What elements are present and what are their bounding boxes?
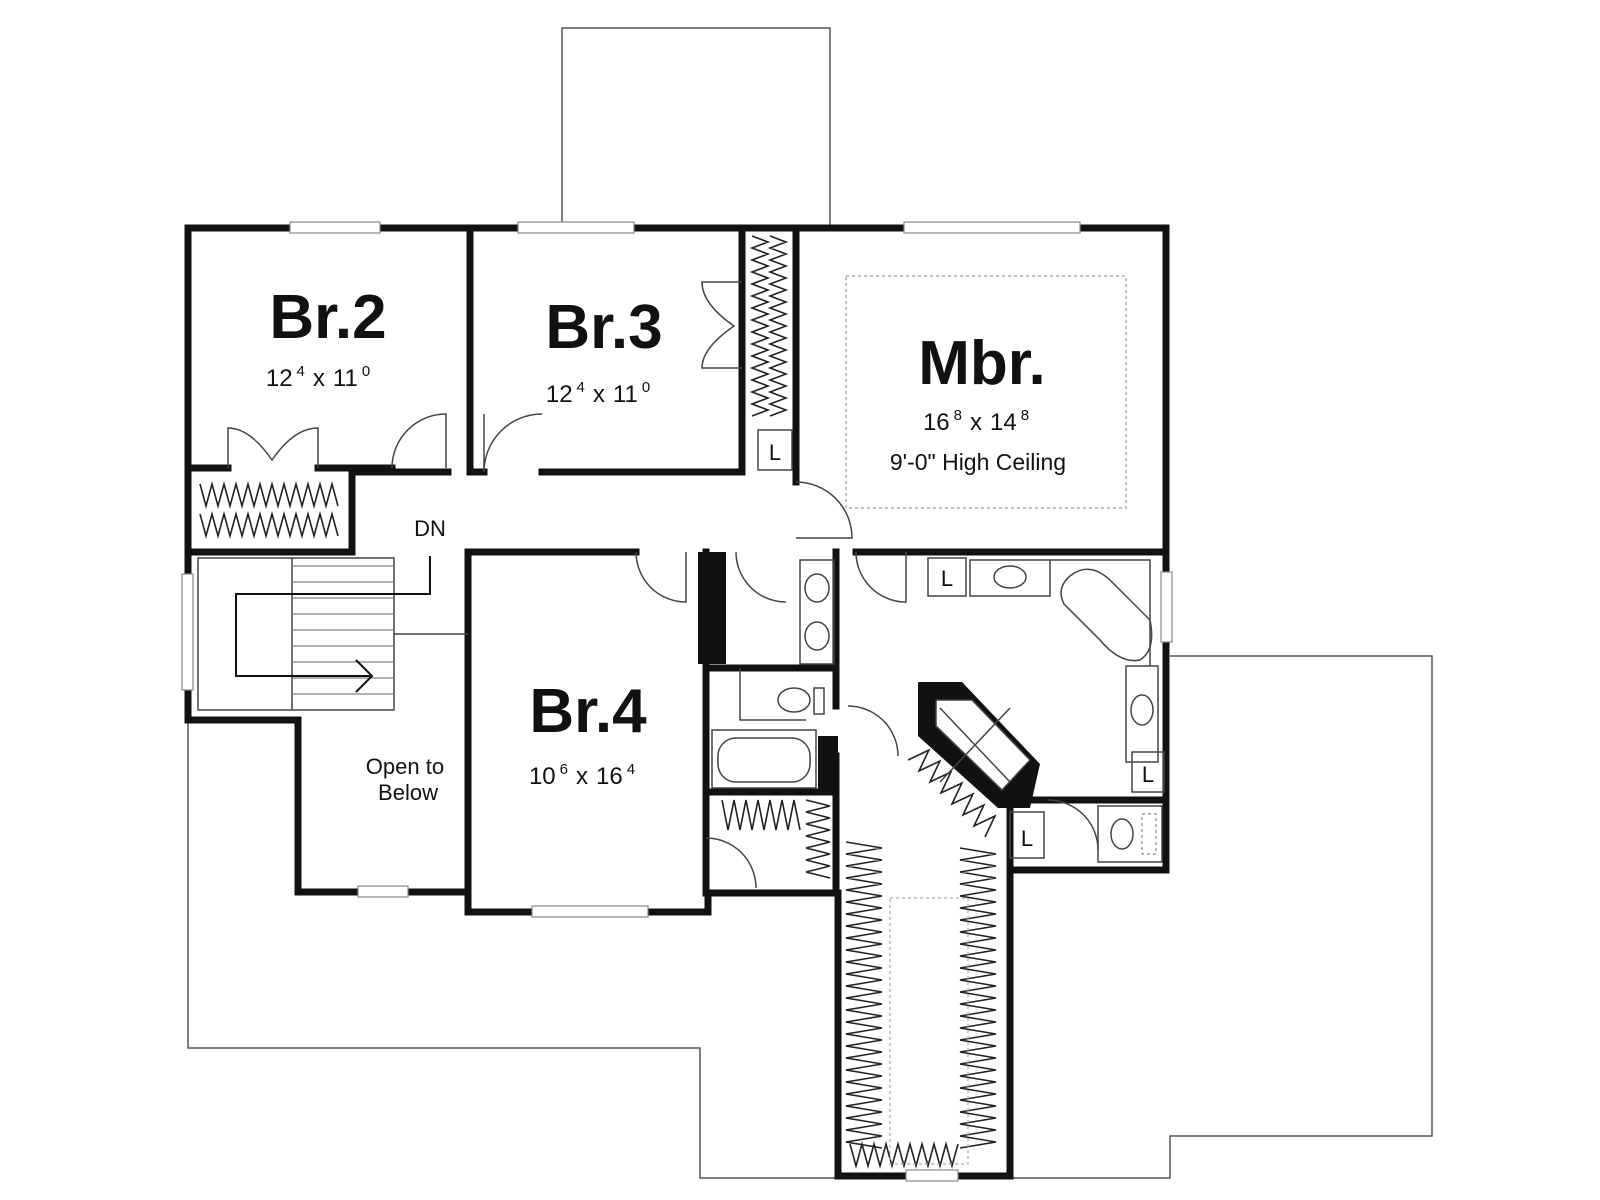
shelf-hatch [959, 847, 997, 1149]
bath-fixtures [711, 559, 1163, 863]
roof-outline [187, 27, 1433, 1179]
linen-closets [757, 429, 1165, 859]
bifold-doors [227, 281, 742, 468]
room-name-br3: Br.3 [545, 293, 662, 362]
shelf-hatch [907, 748, 997, 838]
open-to-below-label: Open to Below [366, 754, 450, 805]
room-name-br4: Br.4 [529, 677, 647, 746]
room-name-mbr: Mbr. [918, 329, 1045, 398]
staircase [197, 556, 468, 711]
linen-label-3: L [1142, 762, 1154, 787]
windows [181, 221, 1173, 1182]
closet-runway [889, 897, 969, 1165]
linen-label-4: L [1021, 826, 1033, 851]
linen-label-2: L [941, 566, 953, 591]
closet-shelving [199, 235, 997, 1170]
doors [391, 413, 1099, 889]
shelf-hatch [199, 510, 339, 540]
shelf-hatch [199, 480, 339, 510]
ceiling-outline [845, 275, 1127, 509]
shelf-hatch [849, 1140, 959, 1170]
solid-wall-blocks [698, 552, 1040, 808]
shelf-hatch [845, 841, 883, 1149]
shelf-hatch [805, 799, 831, 879]
room-name-br2: Br.2 [269, 283, 386, 352]
shelf-hatch [721, 799, 801, 831]
linen-label-1: L [769, 440, 781, 465]
shelf-hatch [767, 235, 789, 417]
shelf-hatch [749, 235, 771, 417]
mbr-ceiling-note: 9'-0" High Ceiling [890, 449, 1066, 475]
stair-down-label: DN [414, 516, 446, 541]
